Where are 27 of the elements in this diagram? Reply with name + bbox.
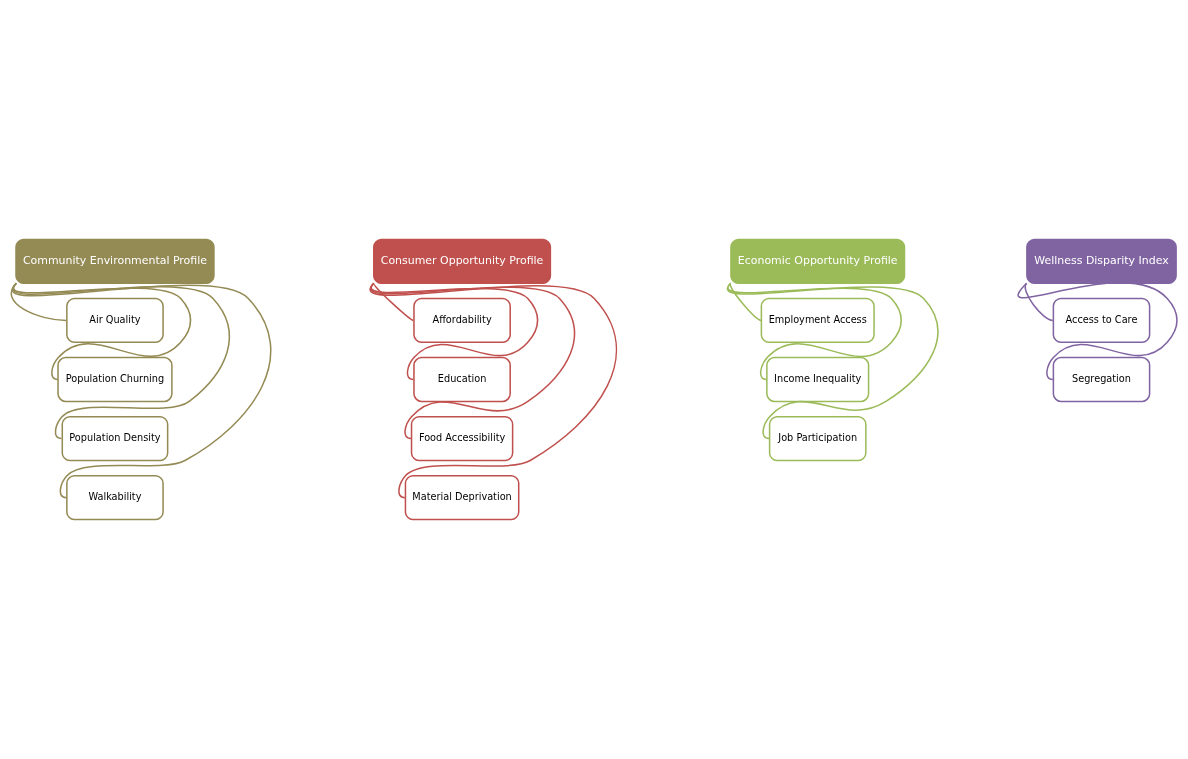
node-box: Food Accessibility [410, 415, 514, 462]
node-box: Income Inequality [766, 356, 870, 403]
node-box: Wellness Disparity Index [1026, 238, 1177, 285]
node-box: Consumer Opportunity Profile [373, 238, 552, 285]
node-box: Affordability [413, 297, 511, 344]
connector [726, 282, 939, 440]
node-box: Employment Access [760, 297, 875, 344]
connector [1017, 281, 1178, 381]
node-box: Job Participation [768, 415, 867, 462]
node-box: Material Deprivation [404, 474, 520, 521]
connector [370, 282, 576, 440]
node-box: Education [413, 356, 511, 403]
node-box: Population Density [61, 415, 169, 462]
connector [1024, 282, 1054, 322]
node-box: Access to Care [1052, 297, 1151, 344]
connector [370, 282, 539, 381]
connector [369, 282, 617, 499]
connector [729, 282, 762, 322]
node-box: Population Churning [57, 356, 173, 403]
connector [373, 282, 415, 322]
node-box: Air Quality [66, 297, 164, 344]
node-box: Segregation [1052, 356, 1151, 403]
node-box: Walkability [66, 474, 164, 521]
node-box: Economic Opportunity Profile [730, 238, 906, 285]
node-box: Community Environmental Profile [15, 238, 215, 285]
connector [11, 282, 272, 499]
connector [727, 282, 902, 381]
